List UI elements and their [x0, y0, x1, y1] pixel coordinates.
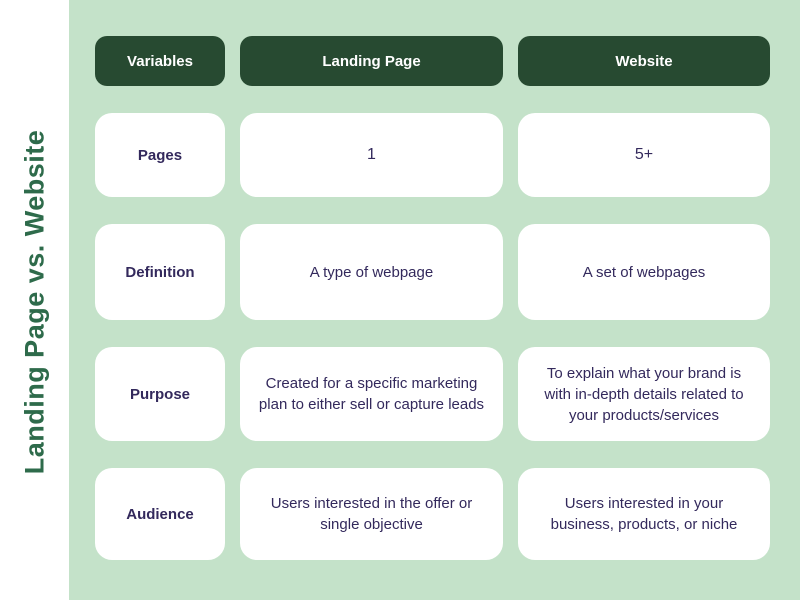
column-header-variables: Variables — [95, 36, 225, 86]
cell-audience-landing-page: Users interested in the offer or single … — [240, 468, 503, 560]
cell-audience-website: Users interested in your business, produ… — [518, 468, 770, 560]
row-label-definition: Definition — [95, 224, 225, 320]
cell-pages-landing-page: 1 — [240, 113, 503, 197]
row-label-purpose: Purpose — [95, 347, 225, 441]
column-header-website: Website — [518, 36, 770, 86]
row-label-pages: Pages — [95, 113, 225, 197]
comparison-panel: Variables Landing Page Website Pages 1 5… — [69, 0, 800, 600]
cell-definition-landing-page: A type of webpage — [240, 224, 503, 320]
page-title: Landing Page vs. Website — [19, 129, 50, 475]
row-label-audience: Audience — [95, 468, 225, 560]
column-header-landing-page: Landing Page — [240, 36, 503, 86]
side-strip: Landing Page vs. Website — [0, 0, 69, 600]
cell-definition-website: A set of webpages — [518, 224, 770, 320]
cell-purpose-website: To explain what your brand is with in-de… — [518, 347, 770, 441]
cell-pages-website: 5+ — [518, 113, 770, 197]
cell-purpose-landing-page: Created for a specific marketing plan to… — [240, 347, 503, 441]
comparison-table: Variables Landing Page Website Pages 1 5… — [95, 36, 800, 560]
